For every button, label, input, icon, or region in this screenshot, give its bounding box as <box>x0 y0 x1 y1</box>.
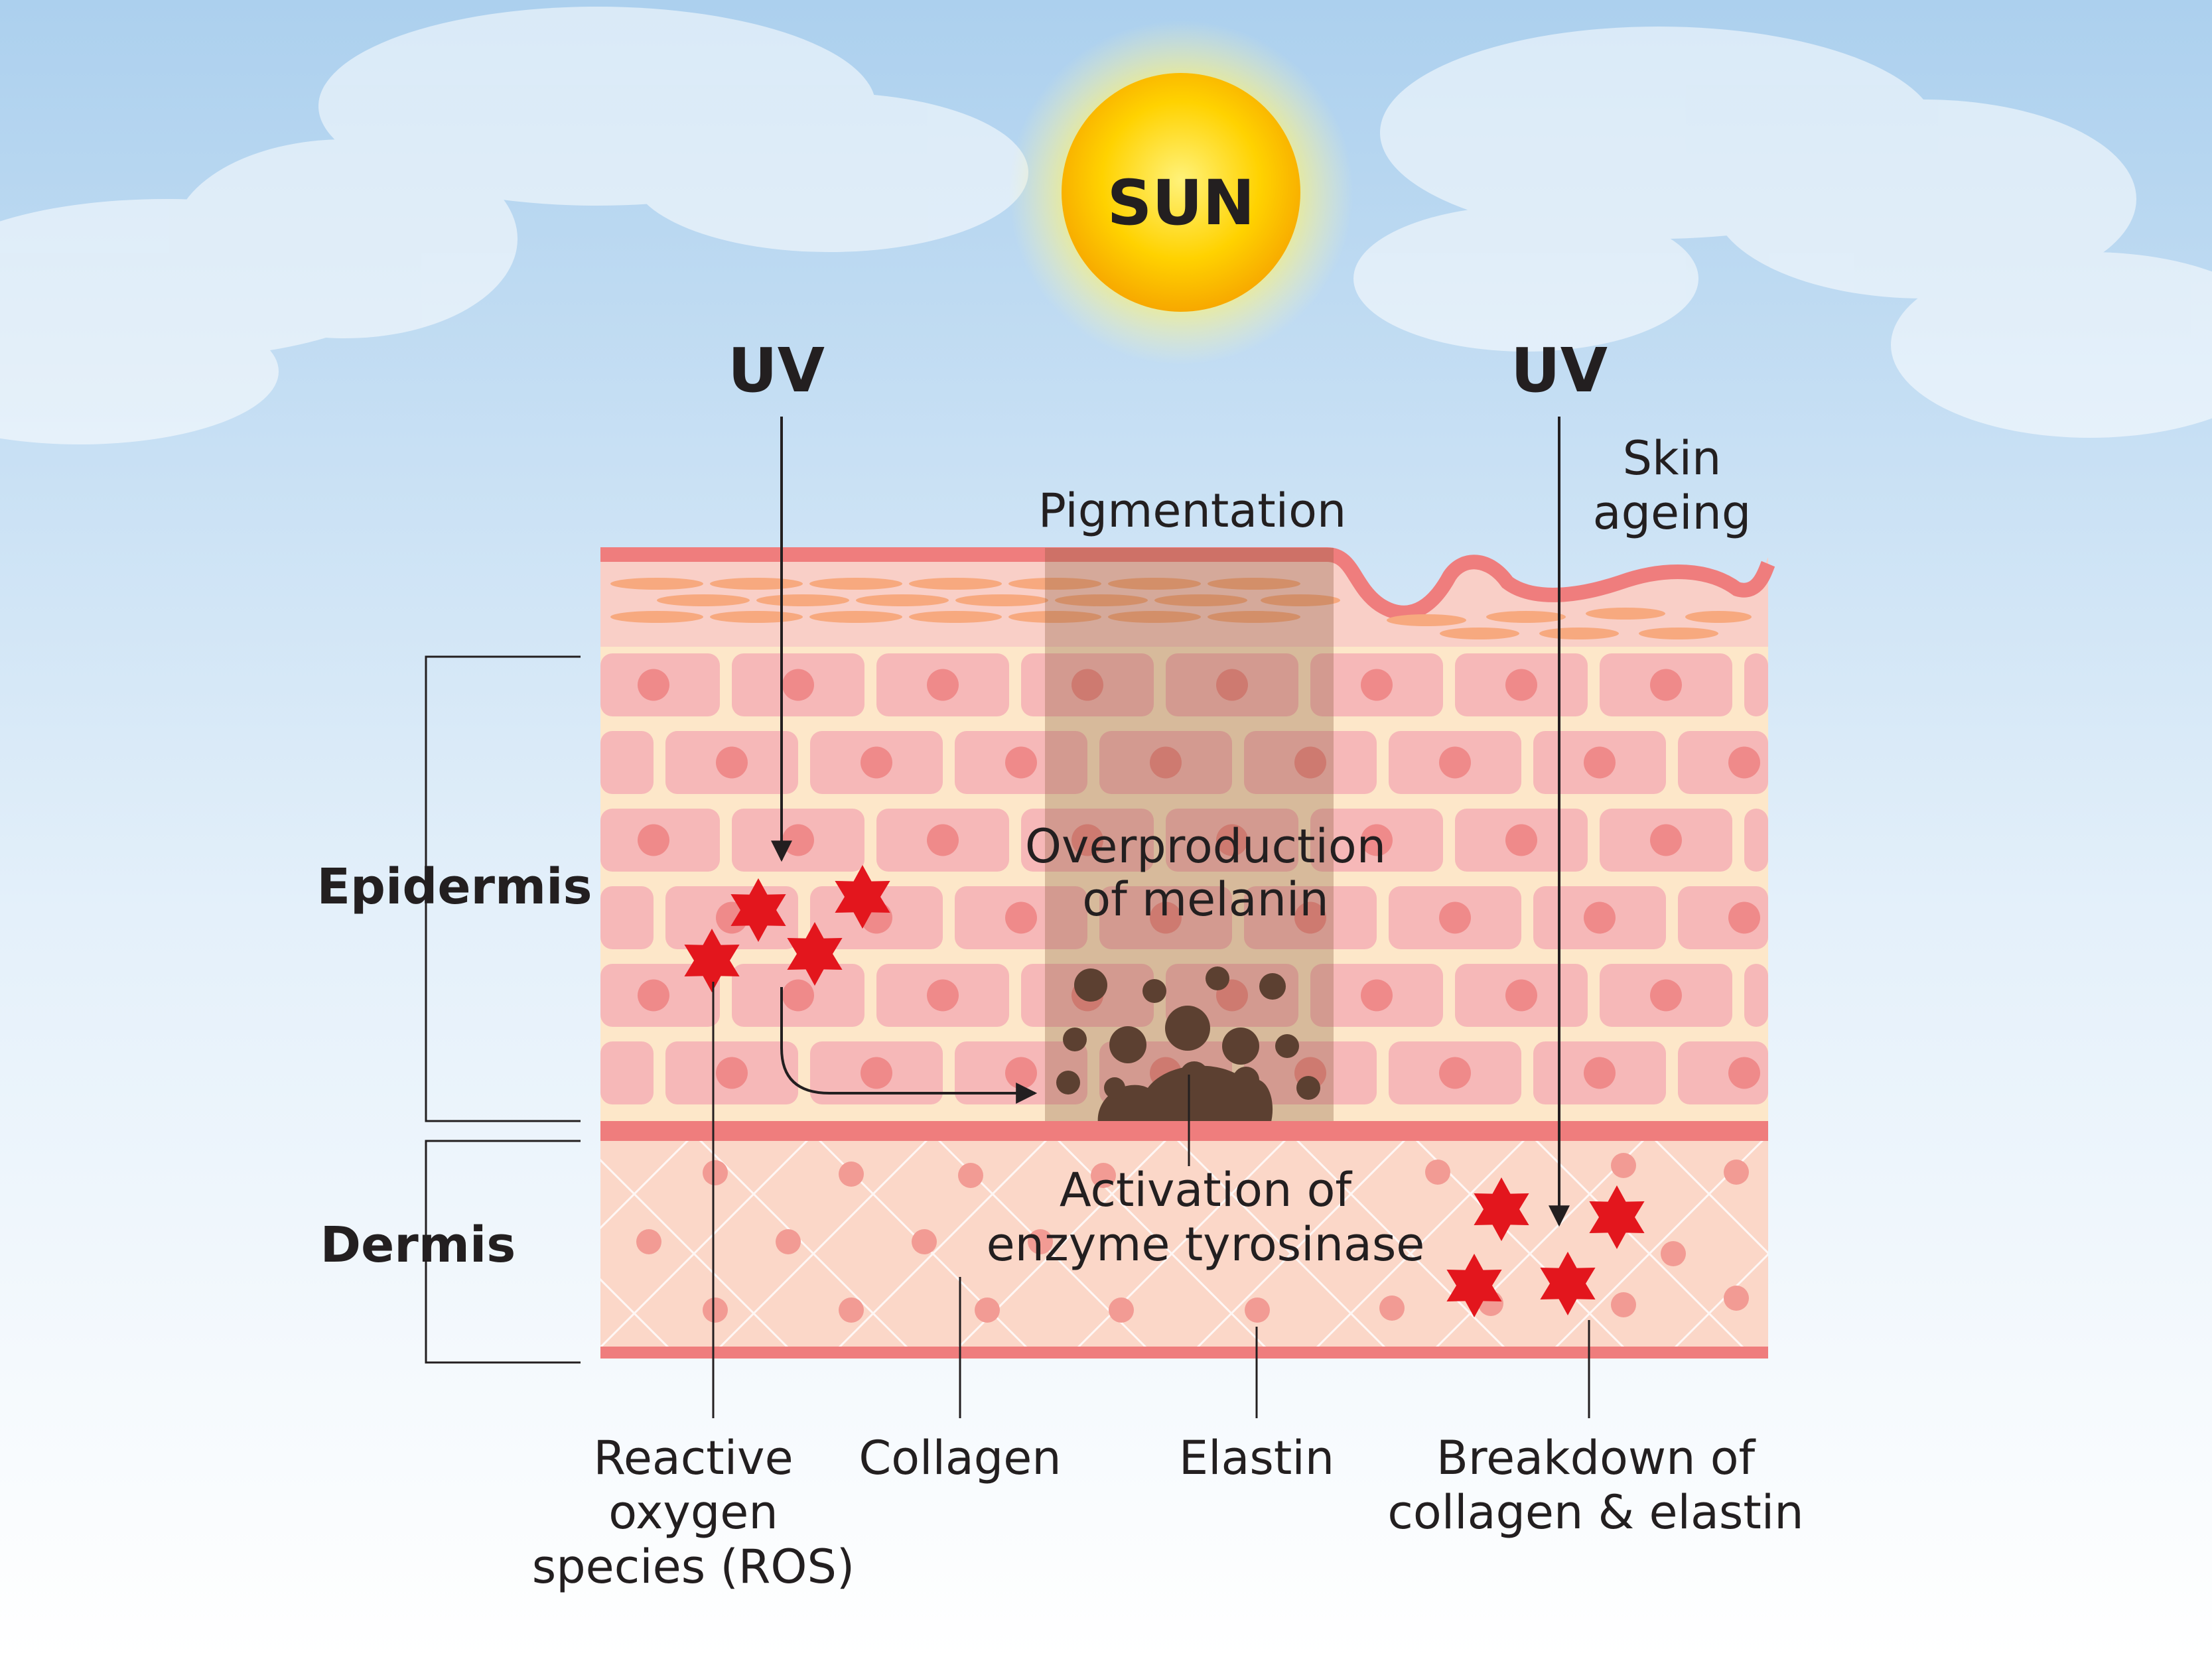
cell-nucleus <box>1650 669 1682 701</box>
cell-nucleus <box>1005 1057 1037 1089</box>
epidermal-cells <box>600 653 1768 1104</box>
cell-nucleus <box>782 979 814 1012</box>
epidermal-cell <box>1744 964 1768 1027</box>
pigmentation-label: Pigmentation <box>1038 484 1347 538</box>
cell-nucleus <box>1216 669 1248 701</box>
cell-nucleus <box>1439 1057 1471 1089</box>
cell-nucleus <box>1071 824 1103 856</box>
cell-nucleus <box>1071 669 1103 701</box>
cell-nucleus <box>1294 746 1326 779</box>
cell-nucleus <box>1584 1057 1616 1089</box>
cell-nucleus <box>1728 901 1760 934</box>
cell-nucleus <box>638 824 669 856</box>
cell-nucleus <box>1005 901 1037 934</box>
dermis-label: Dermis <box>320 1217 516 1274</box>
epidermal-cell <box>600 886 654 949</box>
cell-nucleus <box>1216 824 1248 856</box>
cell-nucleus <box>1294 901 1326 934</box>
basement-membrane <box>600 1121 1768 1141</box>
elastin-label: Elastin <box>1179 1431 1334 1485</box>
melanin-label-line2: of melanin <box>1082 872 1329 927</box>
clouds <box>0 7 2212 444</box>
collagen-label: Collagen <box>859 1431 1061 1485</box>
epidermal-cell <box>1744 653 1768 716</box>
cell-nucleus <box>1150 901 1182 934</box>
uv-arrows <box>771 417 1570 1227</box>
ros-label-line3: species (ROS) <box>532 1540 855 1594</box>
callout-lines <box>425 655 1590 1418</box>
breakdown-label-line1: Breakdown of <box>1436 1431 1756 1485</box>
melanin-label-line1: Overproduction <box>1025 819 1386 874</box>
cell-nucleus <box>927 824 959 856</box>
ros-star <box>835 865 890 929</box>
epidermal-cell <box>1744 809 1768 872</box>
uv-right-label: UV <box>1511 335 1608 406</box>
cell-nucleus <box>1650 979 1682 1012</box>
cell-nucleus <box>1361 824 1393 856</box>
melanin-granule-icon <box>1056 966 1320 1124</box>
ros-star <box>730 878 786 942</box>
ros-star <box>1474 1177 1529 1241</box>
cell-nucleus <box>1439 901 1471 934</box>
cell-nucleus <box>1439 746 1471 779</box>
ros-star <box>1446 1254 1502 1317</box>
cell-nucleus <box>927 979 959 1012</box>
ros-star <box>684 929 740 992</box>
elastin-dots <box>636 1153 1749 1323</box>
epidermal-cell <box>600 731 654 794</box>
cell-nucleus <box>716 746 748 779</box>
cell-nucleus <box>861 1057 892 1089</box>
epidermis-label: Epidermis <box>316 858 592 915</box>
ros-star <box>1540 1252 1596 1315</box>
ros-star <box>1589 1185 1645 1249</box>
cell-nucleus <box>1005 746 1037 779</box>
cell-nucleus <box>927 669 959 701</box>
skin-ageing-label-line1: Skin <box>1623 431 1722 486</box>
cell-nucleus <box>1361 669 1393 701</box>
cell-nucleus <box>1150 746 1182 779</box>
sun-label: SUN <box>1107 167 1255 239</box>
ros-star-icon <box>684 865 1645 1317</box>
sun-icon <box>1008 20 1353 365</box>
uv-left-label: UV <box>728 335 825 406</box>
cell-nucleus <box>1505 824 1537 856</box>
cell-nucleus <box>1650 824 1682 856</box>
corneum-flakes <box>610 578 1752 639</box>
cell-nucleus <box>861 746 892 779</box>
epidermal-cell <box>600 1041 654 1104</box>
cell-nucleus <box>1361 979 1393 1012</box>
ros-star <box>787 922 843 986</box>
cell-nucleus <box>1505 669 1537 701</box>
cell-nucleus <box>782 824 814 856</box>
dermis-bottom-line <box>600 1347 1768 1359</box>
tyrosinase-label-line1: Activation of <box>1060 1163 1353 1217</box>
ros-label-line1: Reactive <box>593 1431 793 1485</box>
cell-nucleus <box>638 979 669 1012</box>
cell-nucleus <box>1728 1057 1760 1089</box>
ros-to-melanin-arrow <box>780 987 1038 1104</box>
ros-label-line2: oxygen <box>608 1485 778 1540</box>
cell-nucleus <box>782 669 814 701</box>
cell-nucleus <box>716 1057 748 1089</box>
cell-nucleus <box>638 669 669 701</box>
cell-nucleus <box>1584 901 1616 934</box>
cell-nucleus <box>1584 746 1616 779</box>
skin-ageing-label-line2: ageing <box>1593 486 1752 540</box>
breakdown-label-line2: collagen & elastin <box>1387 1485 1803 1540</box>
cell-nucleus <box>1728 746 1760 779</box>
cell-nucleus <box>1505 979 1537 1012</box>
skin-cross-section <box>600 547 1775 1359</box>
tyrosinase-label-line2: enzyme tyrosinase <box>987 1217 1425 1272</box>
